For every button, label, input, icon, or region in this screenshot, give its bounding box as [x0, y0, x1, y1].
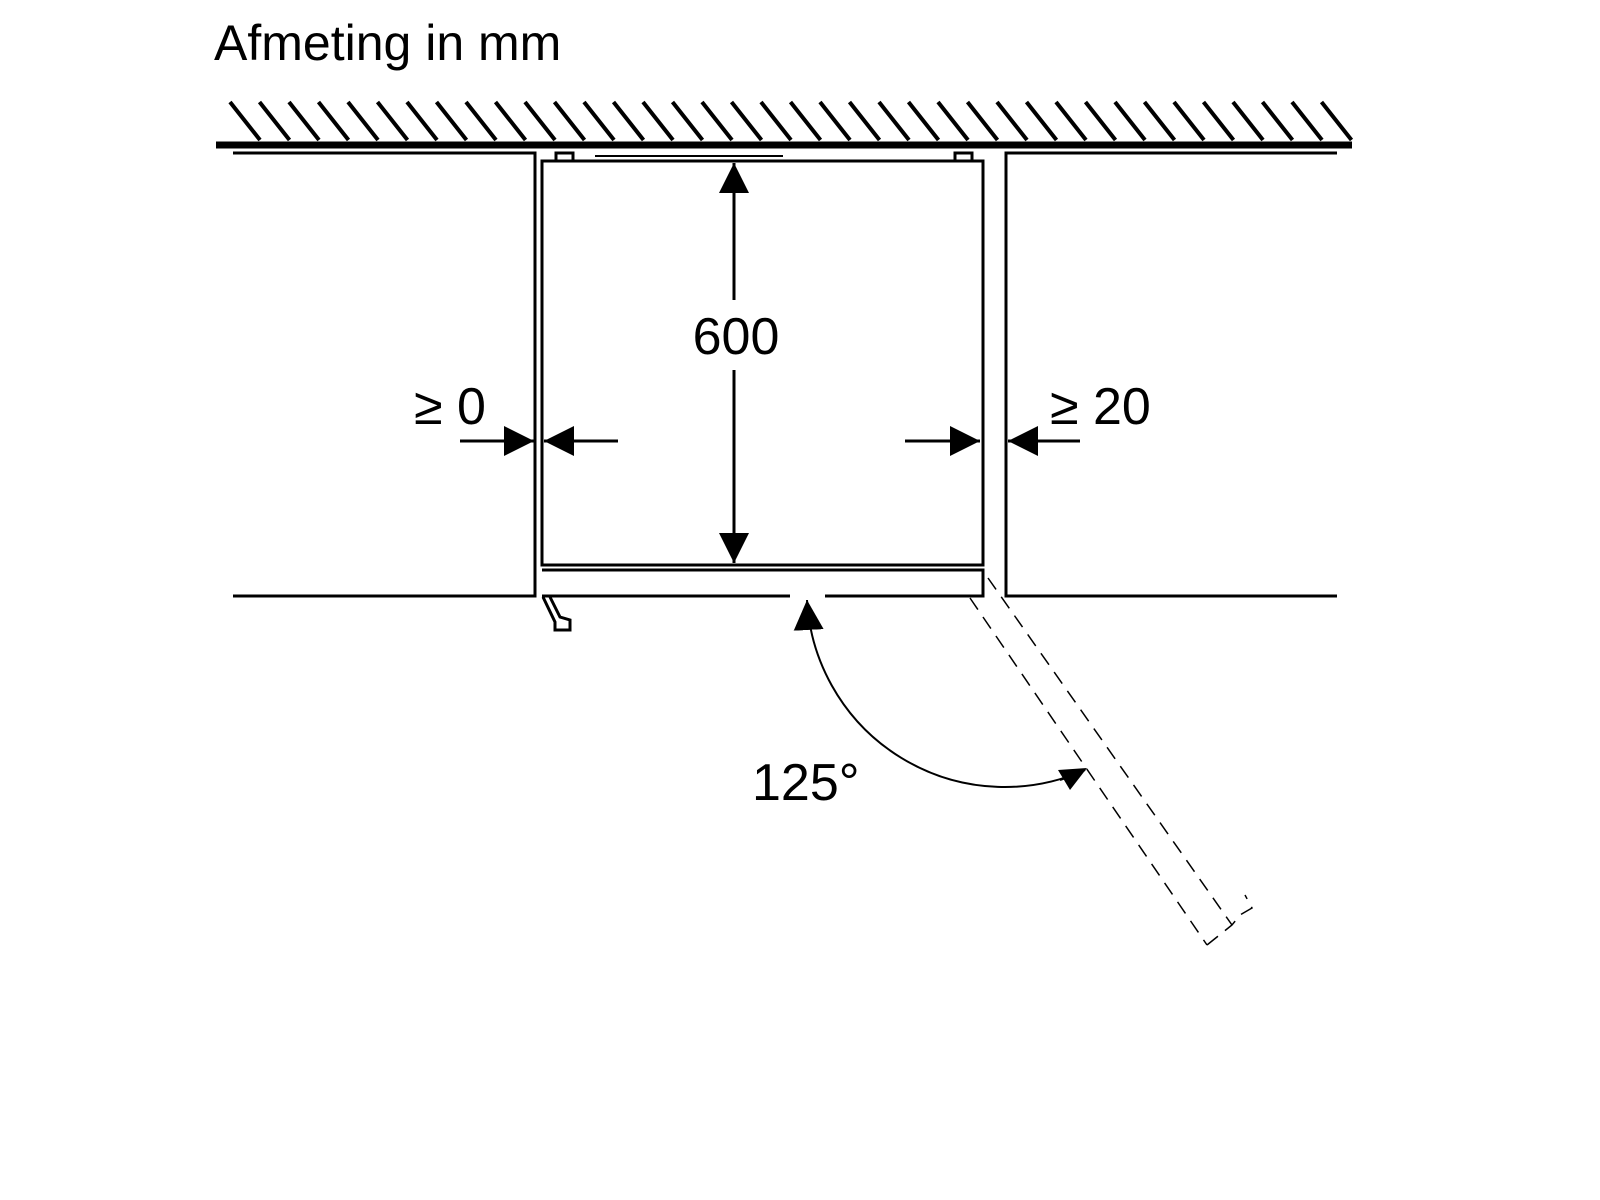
right-cabinet [1004, 151, 1337, 598]
hatch-line [1290, 100, 1324, 142]
hatch-line [434, 100, 469, 142]
appliance-body [540, 159, 985, 567]
hatch-line [700, 100, 734, 142]
hatch-line [759, 100, 793, 142]
angle-arrowhead [1058, 768, 1087, 790]
hatch-line [818, 100, 852, 142]
hatch-line [1172, 100, 1206, 142]
hatch-line [788, 100, 823, 142]
hatch-line [493, 100, 528, 142]
left-cabinet [233, 151, 537, 598]
hatch-line [1054, 100, 1088, 142]
diagram-title: Afmeting in mm [214, 15, 561, 71]
hatch-line [582, 100, 616, 142]
hatch-line [375, 100, 410, 142]
open-door-outline [969, 577, 1254, 946]
hatch-line [1083, 100, 1118, 142]
hatch-line [346, 100, 380, 142]
left-gap-label: ≥ 0 [414, 378, 486, 436]
angle-arc-arrow [793, 599, 1086, 789]
hatch-line [611, 100, 646, 142]
hatch-line [1231, 100, 1265, 142]
hatch-line [228, 100, 262, 142]
hatch-line [670, 100, 705, 142]
hatch-line [877, 100, 911, 142]
hatch-line [1201, 100, 1236, 142]
hatch-line [1319, 100, 1354, 142]
hatch-line [936, 100, 970, 142]
hatch-line [906, 100, 941, 142]
hatch-line [1260, 100, 1295, 142]
hatch-line [316, 100, 351, 142]
hatch-line [641, 100, 675, 142]
hatch-line [1024, 100, 1059, 142]
depth-label: 600 [693, 308, 780, 366]
spacer-left [554, 151, 575, 163]
hatch-line [552, 100, 587, 142]
spacer-right [953, 151, 974, 163]
hatch-line [995, 100, 1029, 142]
hatch-line [1113, 100, 1147, 142]
hatch-line [257, 100, 292, 142]
hatch-line [405, 100, 439, 142]
right-gap-label: ≥ 20 [1050, 378, 1151, 436]
door-handle [541, 596, 572, 632]
hatch-line [287, 100, 321, 142]
hatch-line [729, 100, 764, 142]
door-angle-label: 125° [752, 754, 860, 812]
hatch-line [1142, 100, 1177, 142]
wall-hatching [228, 100, 1354, 142]
hatch-line [847, 100, 882, 142]
hatch-line [965, 100, 1000, 142]
hatch-line [464, 100, 498, 142]
appliance-door [542, 568, 985, 598]
hatch-line [523, 100, 557, 142]
